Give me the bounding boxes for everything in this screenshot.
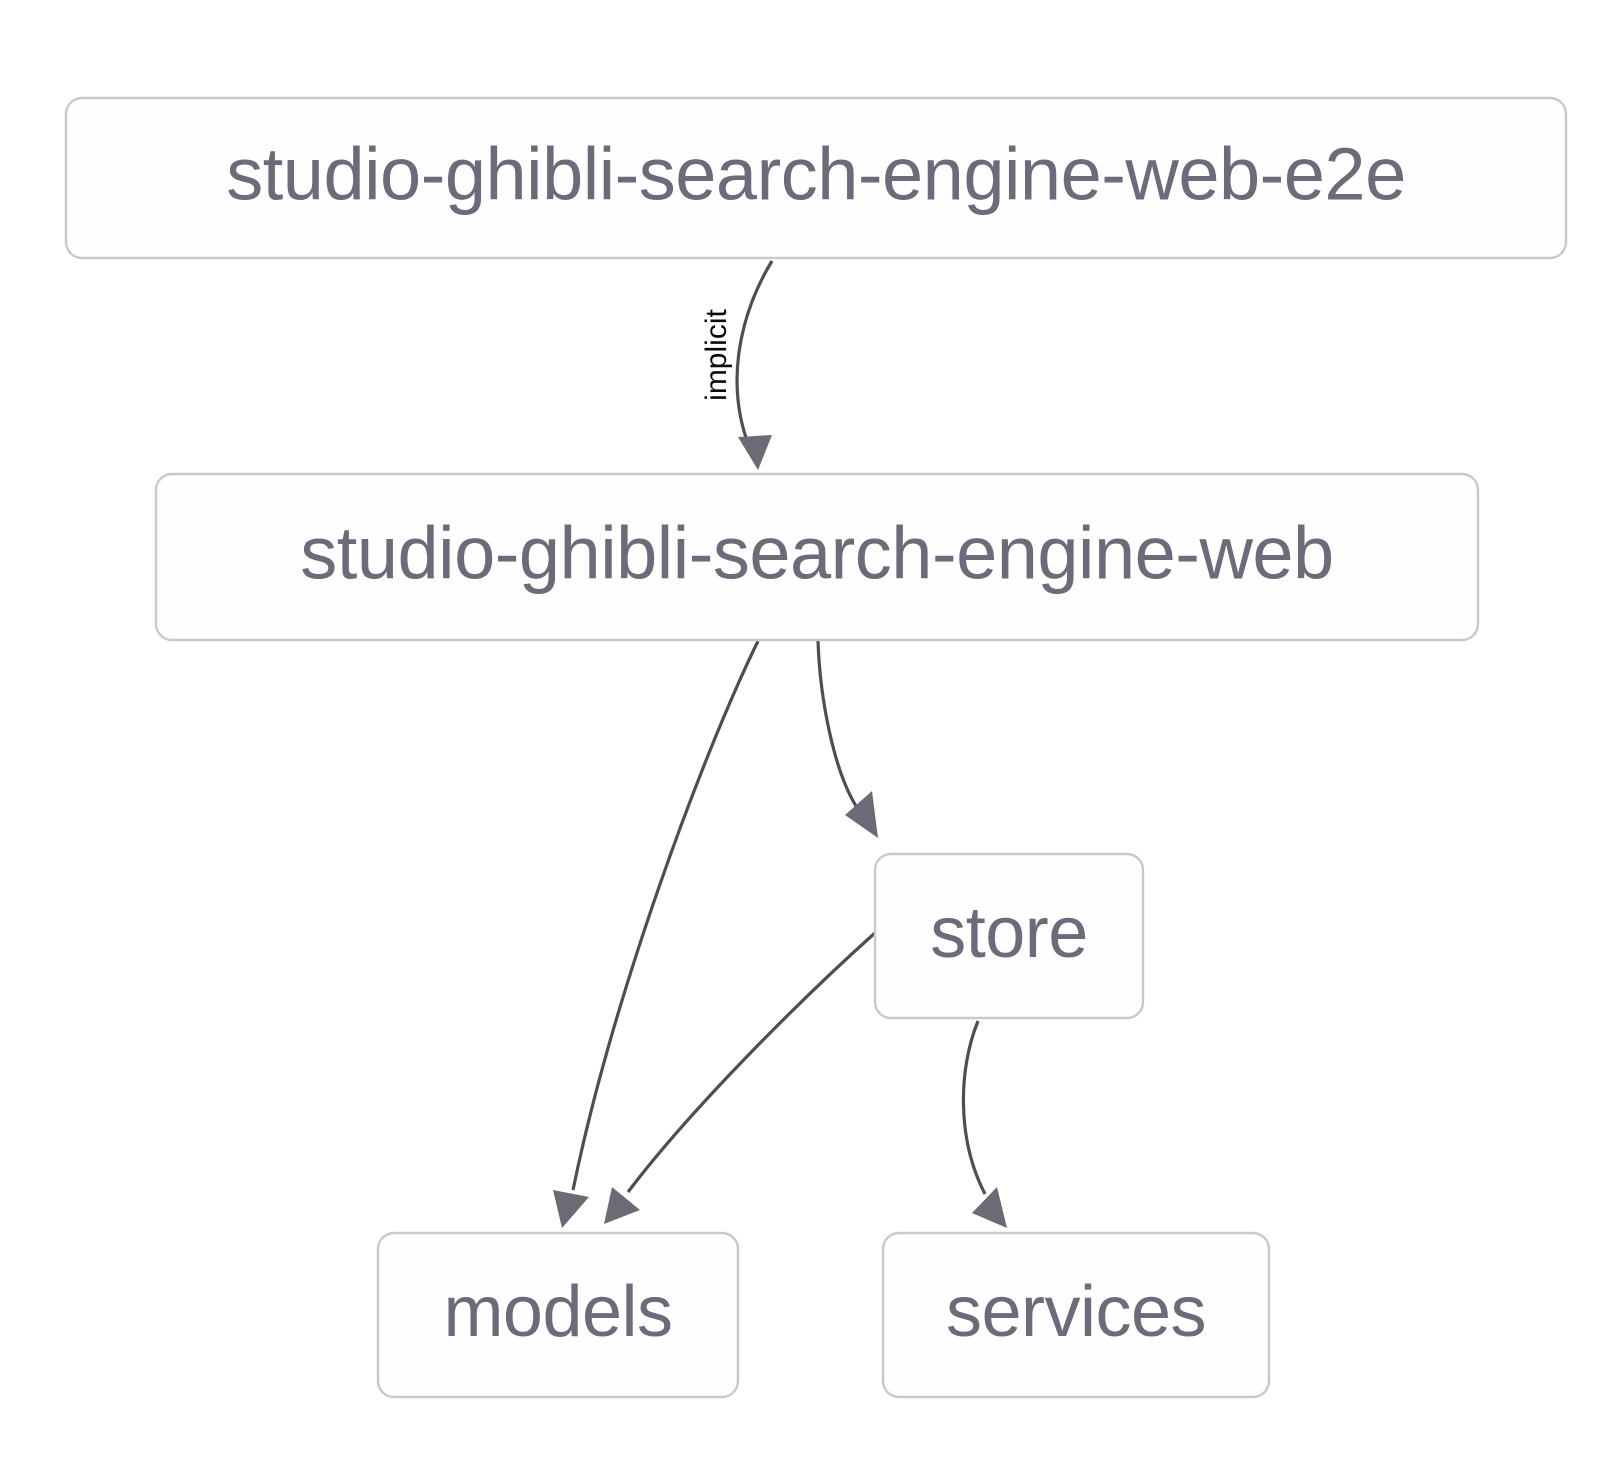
edge-path [735, 260, 774, 462]
node-rect [64, 96, 1568, 260]
arrowhead-icon [738, 435, 772, 470]
edge-store-to-services [961, 1020, 1007, 1228]
edge-path [816, 640, 858, 807]
edge-web-to-store [816, 640, 878, 838]
node-label: studio-ghibli-search-engine-web-e2e [226, 133, 1406, 216]
arrowhead-icon [845, 791, 878, 838]
edge-label-implicit: implicit [700, 309, 733, 401]
edge-web-to-models [553, 640, 760, 1228]
node-store[interactable]: store [873, 852, 1145, 1020]
arrowhead-icon [972, 1187, 1007, 1228]
node-studio-ghibli-search-engine-web[interactable]: studio-ghibli-search-engine-web [154, 472, 1480, 642]
node-rect [873, 852, 1145, 1020]
node-label: models [443, 1272, 672, 1352]
edge-path [626, 930, 878, 1193]
node-rect [881, 1231, 1271, 1399]
node-rect [154, 472, 1480, 642]
node-label: studio-ghibli-search-engine-web [300, 512, 1333, 595]
edge-path [961, 1020, 987, 1195]
node-studio-ghibli-search-engine-web-e2e[interactable]: studio-ghibli-search-engine-web-e2e [64, 96, 1568, 260]
edge-web-e2e-to-web: implicit [700, 260, 774, 470]
node-label: services [946, 1272, 1206, 1352]
node-label: store [930, 893, 1088, 973]
edge-path [571, 640, 760, 1191]
arrowhead-icon [604, 1187, 640, 1224]
node-services[interactable]: services [881, 1231, 1271, 1399]
edge-store-to-models [604, 930, 878, 1224]
node-rect [376, 1231, 740, 1399]
node-models[interactable]: models [376, 1231, 740, 1399]
arrowhead-icon [553, 1190, 589, 1228]
